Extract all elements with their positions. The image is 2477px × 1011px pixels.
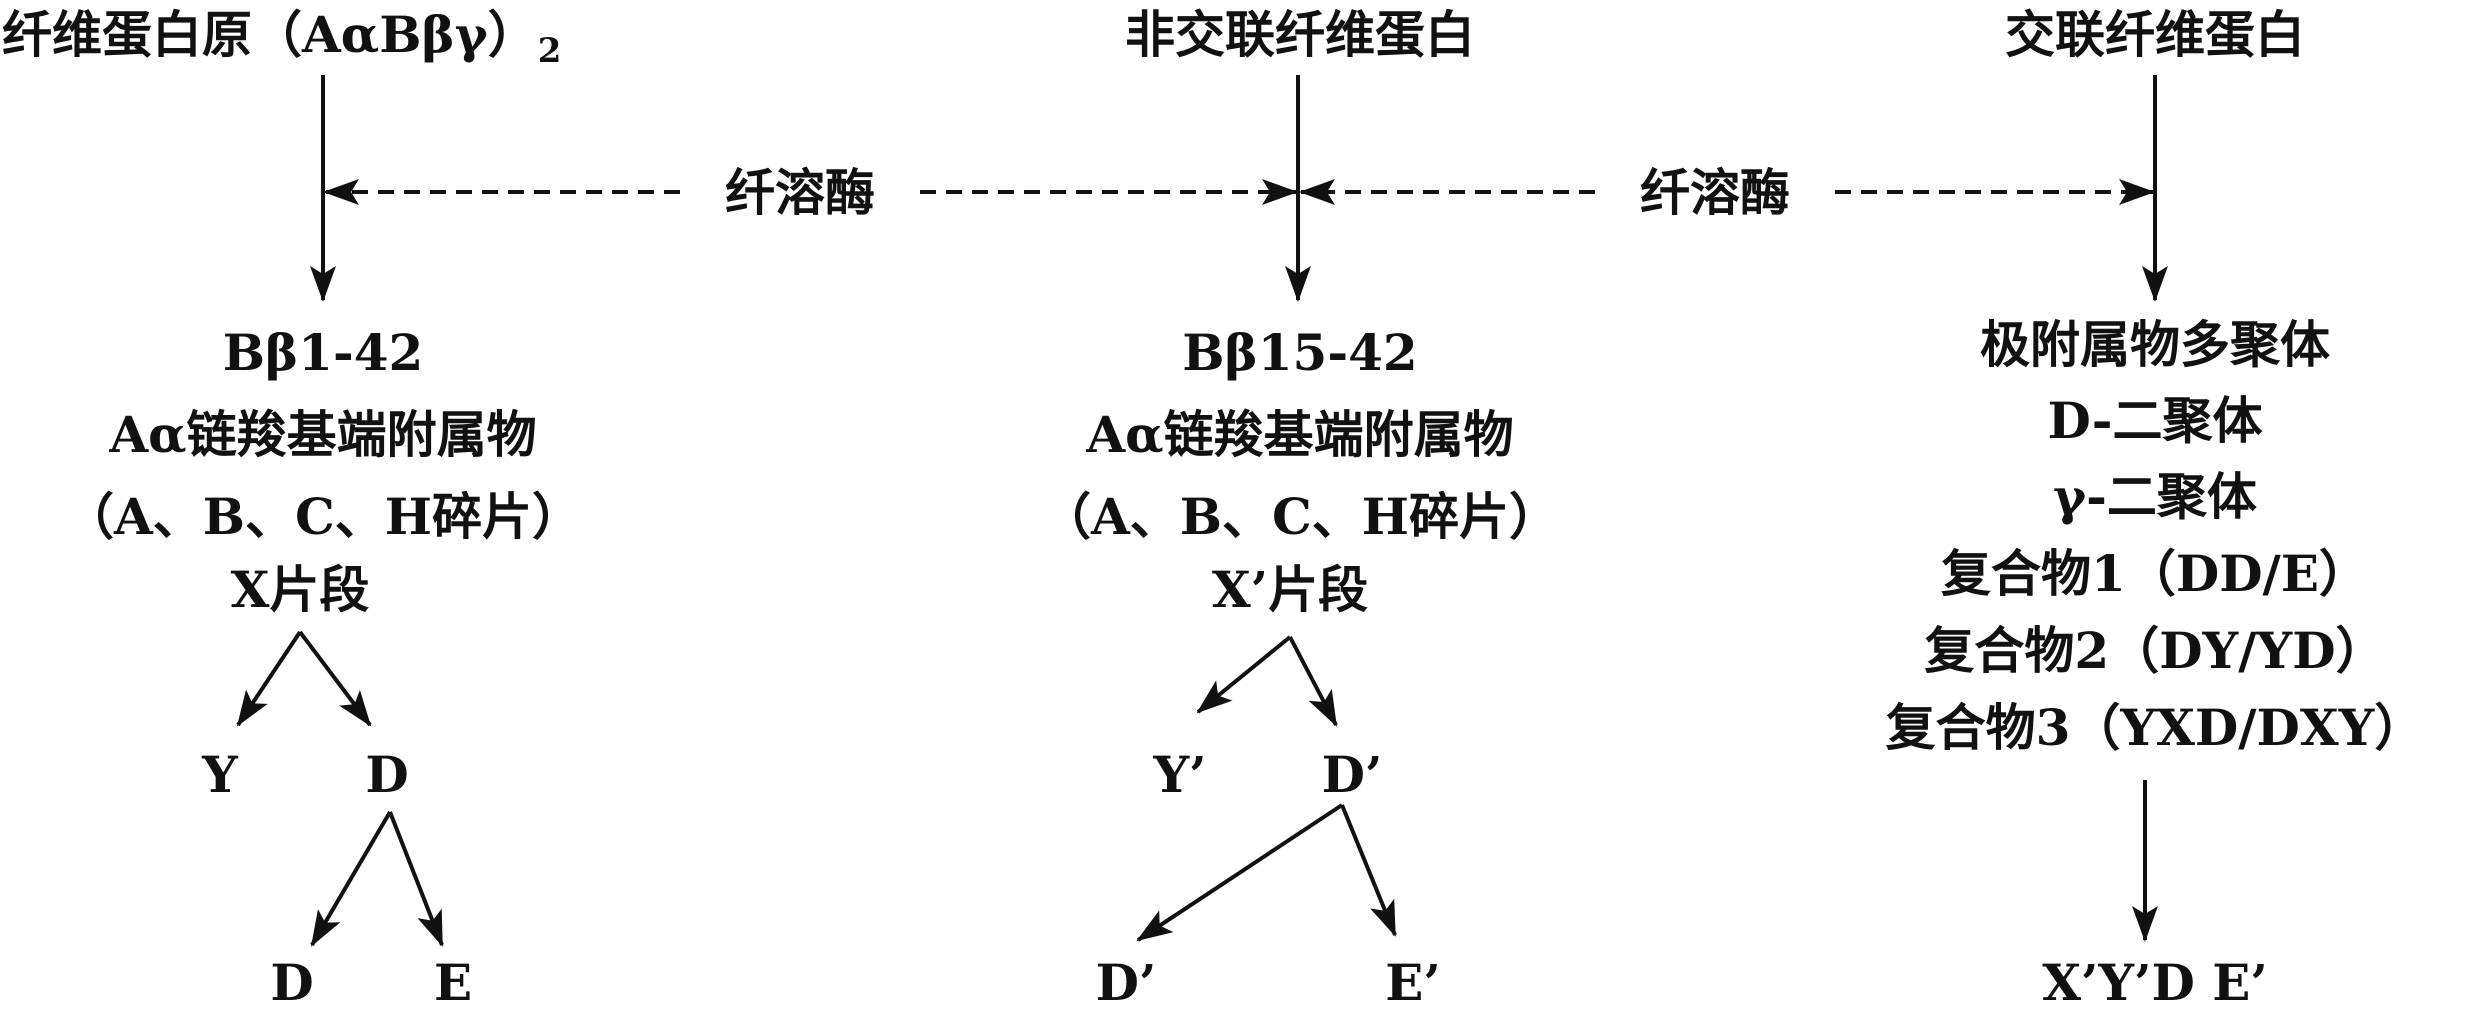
middle-final-d-fragment: D’: [1096, 953, 1157, 1011]
middle-product-line1: Bβ15-42: [1182, 323, 1417, 382]
right-product-line1: 极附属物多聚体: [1980, 315, 2330, 374]
right-product-line3: γ-二聚体: [2053, 467, 2257, 526]
middle-product-line3: （A、B、C、H碎片）: [1041, 487, 1559, 546]
left-final-d-fragment: D: [270, 953, 313, 1011]
left-product-line3: （A、B、C、H碎片）: [64, 487, 582, 546]
crosslinked-fibrin-label: 交联纤维蛋白: [2005, 5, 2305, 64]
left-product-line2: Aα链羧基端附属物: [108, 405, 536, 464]
middle-final-e-fragment: E’: [1385, 953, 1441, 1011]
right-product-line5: 复合物2（DY/YD）: [1924, 621, 2385, 680]
non-crosslinked-fibrin-label: 非交联纤维蛋白: [1125, 5, 1475, 64]
right-product-line2: D-二聚体: [2047, 391, 2262, 450]
middle-d-to-e-arrow: [1340, 804, 1397, 937]
left-x-to-y-arrow: [236, 630, 302, 727]
left-product-line4: X片段: [231, 560, 370, 619]
middle-d-fragment: D’: [1322, 745, 1383, 804]
left-final-e-fragment: E: [434, 953, 472, 1011]
left-y-fragment: Y: [201, 745, 239, 804]
right-product-line6: 复合物3（YXD/DXY）: [1886, 698, 2425, 757]
fibrinogen-subscript: 2: [538, 31, 562, 71]
plasmin-label-left: 纤溶酶: [725, 163, 875, 222]
right-final-fragments: X’Y’D E’: [2042, 953, 2268, 1011]
left-d-to-e-arrow: [388, 811, 444, 947]
middle-x-to-d-arrow: [1288, 636, 1338, 727]
right-product-line4: 复合物1（DD/E）: [1941, 544, 2369, 603]
middle-x-to-y-arrow: [1196, 635, 1292, 714]
middle-y-fragment: Y’: [1152, 745, 1206, 804]
left-x-to-d-arrow: [298, 630, 372, 727]
fibrinogen-label: 纤维蛋白原（AαBβγ）2: [2, 5, 561, 71]
left-product-line1: Bβ1-42: [223, 323, 424, 382]
left-d-fragment: D: [365, 745, 408, 804]
left-d-to-d-arrow: [310, 810, 392, 947]
middle-product-line4: X’片段: [1212, 560, 1368, 619]
plasmin-label-right: 纤溶酶: [1640, 163, 1790, 222]
middle-d-to-d-arrow: [1136, 803, 1344, 942]
middle-product-line2: Aα链羧基端附属物: [1085, 405, 1513, 464]
